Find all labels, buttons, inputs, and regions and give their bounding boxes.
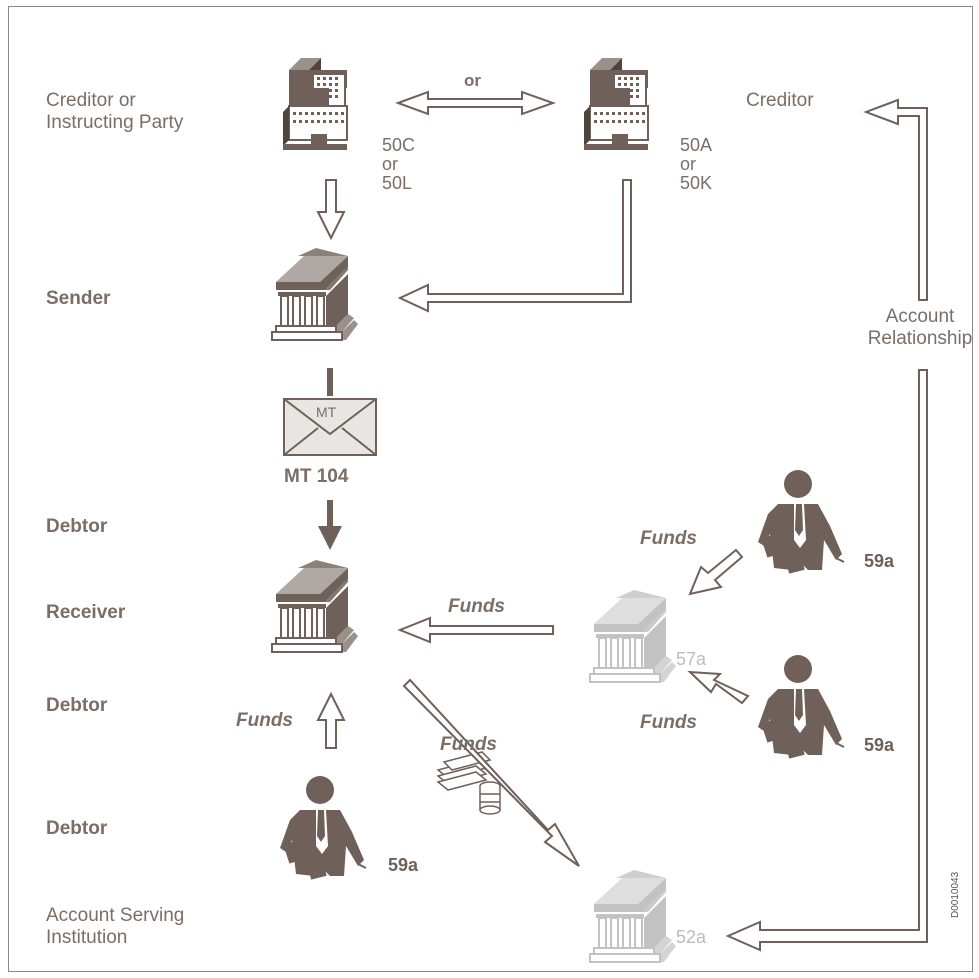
label-59a-bottom: 59a bbox=[388, 855, 419, 875]
debtor-to-receiver-arrow bbox=[316, 691, 346, 749]
money-icon bbox=[436, 751, 501, 815]
label-52a: 52a bbox=[676, 927, 707, 947]
label-account-serving-institution: Account Serving Institution bbox=[46, 905, 185, 948]
envelope-to-receiver-line bbox=[327, 500, 333, 532]
label-or: or bbox=[464, 71, 481, 90]
debtor-person-icon-top bbox=[757, 469, 845, 575]
label-funds-3: Funds bbox=[640, 712, 697, 733]
label-creditor: Creditor bbox=[746, 90, 814, 111]
57a-to-receiver-arrow bbox=[397, 616, 554, 644]
mt-envelope-icon bbox=[283, 398, 377, 456]
account-relationship-to-52a-arrow bbox=[725, 369, 928, 952]
receiver-to-52a-arrow bbox=[402, 678, 580, 867]
label-receiver: Receiver bbox=[46, 602, 126, 623]
or-double-arrow bbox=[395, 90, 556, 116]
mt-flow-connectors bbox=[318, 368, 342, 550]
debtor-person-icon-middle bbox=[757, 654, 845, 760]
label-funds-5: Funds bbox=[440, 734, 497, 755]
intermediary-bank-icon bbox=[589, 589, 677, 683]
label-sender: Sender bbox=[46, 288, 111, 309]
label-debtor-1: Debtor bbox=[46, 516, 108, 537]
envelope-to-receiver-arrowhead bbox=[318, 526, 342, 550]
debtor-person-icon-bottom bbox=[279, 775, 367, 881]
label-59a-top: 59a bbox=[864, 551, 895, 571]
label-50a-or-50k: 50A or 50K bbox=[680, 135, 713, 193]
account-relationship-to-creditor-arrow bbox=[863, 98, 928, 301]
label-funds-1: Funds bbox=[640, 528, 697, 549]
creditor-to-sender-arrow bbox=[316, 179, 346, 241]
label-debtor-3: Debtor bbox=[46, 818, 108, 839]
label-59a-middle: 59a bbox=[864, 735, 895, 755]
label-57a: 57a bbox=[676, 649, 707, 669]
sender-bank-icon bbox=[271, 247, 359, 341]
document-id: D0010043 bbox=[950, 871, 961, 918]
creditor-building-icon bbox=[282, 57, 348, 151]
account-serving-bank-icon bbox=[589, 869, 677, 963]
label-account-relationship: Account Relationship bbox=[867, 306, 973, 349]
debtor-top-to-57a-arrow bbox=[688, 548, 744, 596]
label-creditor-or-instructing-party: Creditor or Instructing Party bbox=[46, 90, 184, 133]
label-50c-or-50l: 50C or 50L bbox=[382, 135, 416, 193]
sender-to-envelope-line bbox=[327, 368, 333, 396]
label-debtor-2: Debtor bbox=[46, 695, 108, 716]
diagram-frame bbox=[8, 6, 973, 972]
creditor-building-icon-alt bbox=[583, 57, 649, 151]
label-envelope-mt: MT bbox=[316, 404, 337, 420]
arrows bbox=[316, 90, 928, 952]
debtor-mid-to-57a-arrow bbox=[687, 670, 750, 705]
receiver-bank-icon bbox=[271, 559, 359, 653]
alt-creditor-to-sender-arrow bbox=[397, 179, 632, 313]
label-funds-2: Funds bbox=[448, 596, 505, 617]
label-mt-104: MT 104 bbox=[284, 466, 349, 487]
label-funds-4: Funds bbox=[236, 710, 293, 731]
